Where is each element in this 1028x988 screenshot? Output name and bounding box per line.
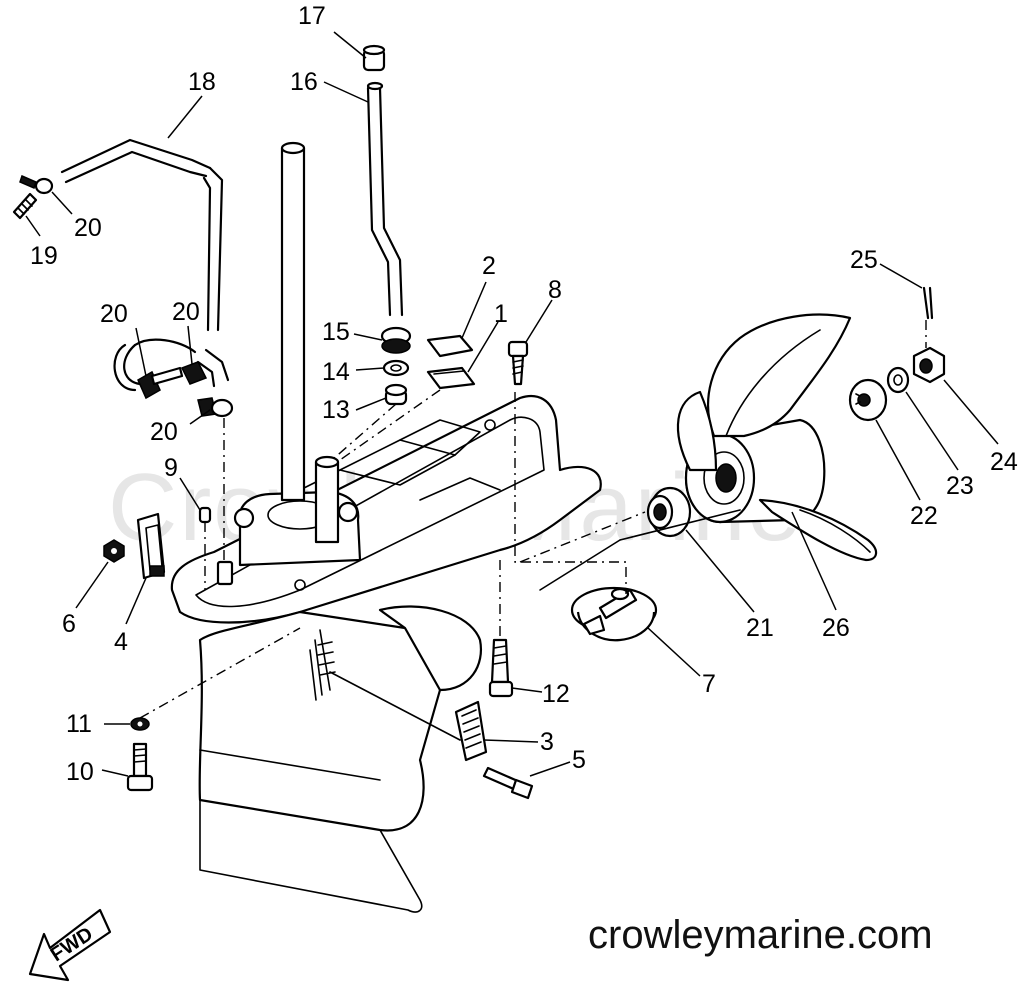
propeller-26 xyxy=(676,313,878,562)
callout-25: 25 xyxy=(850,246,878,274)
nut-24 xyxy=(912,346,946,384)
callout-17: 17 xyxy=(298,2,326,30)
callout-8: 8 xyxy=(548,276,562,304)
callout-13: 13 xyxy=(322,396,350,424)
callout-9: 9 xyxy=(164,454,178,482)
anode-4 xyxy=(136,512,166,580)
bolt-12 xyxy=(488,638,514,698)
washer-23 xyxy=(886,366,910,394)
alignment-lines xyxy=(139,320,927,741)
callout-19: 19 xyxy=(30,242,58,270)
seal-2 xyxy=(426,334,474,358)
callout-26: 26 xyxy=(822,614,850,642)
callout-6: 6 xyxy=(62,610,76,638)
callout-1: 1 xyxy=(494,300,508,328)
forward-direction-arrow-icon: FWD xyxy=(28,908,112,982)
callout-15: 15 xyxy=(322,318,350,346)
drive-shaft xyxy=(280,141,306,502)
seal-15 xyxy=(380,326,412,354)
clip-20b xyxy=(137,366,184,400)
clip-20d xyxy=(197,397,234,418)
hose-18 xyxy=(60,138,230,392)
clip-20c xyxy=(180,361,208,385)
callout-5: 5 xyxy=(572,746,586,774)
washer-11 xyxy=(130,717,150,731)
callout-21: 21 xyxy=(746,614,774,642)
anode-7 xyxy=(570,586,658,642)
callout-20-left: 20 xyxy=(100,300,128,328)
website-text: crowleymarine.com xyxy=(588,913,933,957)
fitting-19 xyxy=(12,192,38,220)
water-tube-16 xyxy=(366,81,404,317)
callout-10: 10 xyxy=(66,758,94,786)
callout-16: 16 xyxy=(290,68,318,96)
callout-20-top: 20 xyxy=(74,214,102,242)
callout-2: 2 xyxy=(482,252,496,280)
seal-1 xyxy=(426,366,476,390)
callout-4: 4 xyxy=(114,628,128,656)
callout-3: 3 xyxy=(540,728,554,756)
bolt-8 xyxy=(507,340,529,386)
callout-20-mid: 20 xyxy=(172,298,200,326)
callout-7: 7 xyxy=(702,670,716,698)
trim-tab-3 xyxy=(454,700,488,762)
spacer-22 xyxy=(848,378,888,422)
callout-24: 24 xyxy=(990,448,1018,476)
callout-11: 11 xyxy=(66,710,92,738)
bolt-5 xyxy=(482,766,534,800)
pin-9 xyxy=(198,506,212,524)
callout-18: 18 xyxy=(188,68,216,96)
seal-14 xyxy=(382,359,410,377)
nut-6 xyxy=(103,539,125,563)
pump-bolt xyxy=(216,560,234,586)
callout-labels: 17 16 18 20 19 2 1 8 25 20 20 15 14 13 2… xyxy=(30,2,1018,786)
grommet-17 xyxy=(362,44,386,72)
callout-22: 22 xyxy=(910,502,938,530)
bolt-10 xyxy=(126,742,154,792)
leader-lines xyxy=(25,31,999,777)
callout-14: 14 xyxy=(322,358,350,386)
bush-13 xyxy=(384,383,408,406)
clip-20a xyxy=(19,174,54,195)
callout-23: 23 xyxy=(946,472,974,500)
cotter-pin-25 xyxy=(922,286,934,320)
thrust-hub-21 xyxy=(646,486,692,538)
callout-12: 12 xyxy=(542,680,570,708)
callout-20-bottom: 20 xyxy=(150,418,178,446)
shift-rod xyxy=(314,455,340,544)
